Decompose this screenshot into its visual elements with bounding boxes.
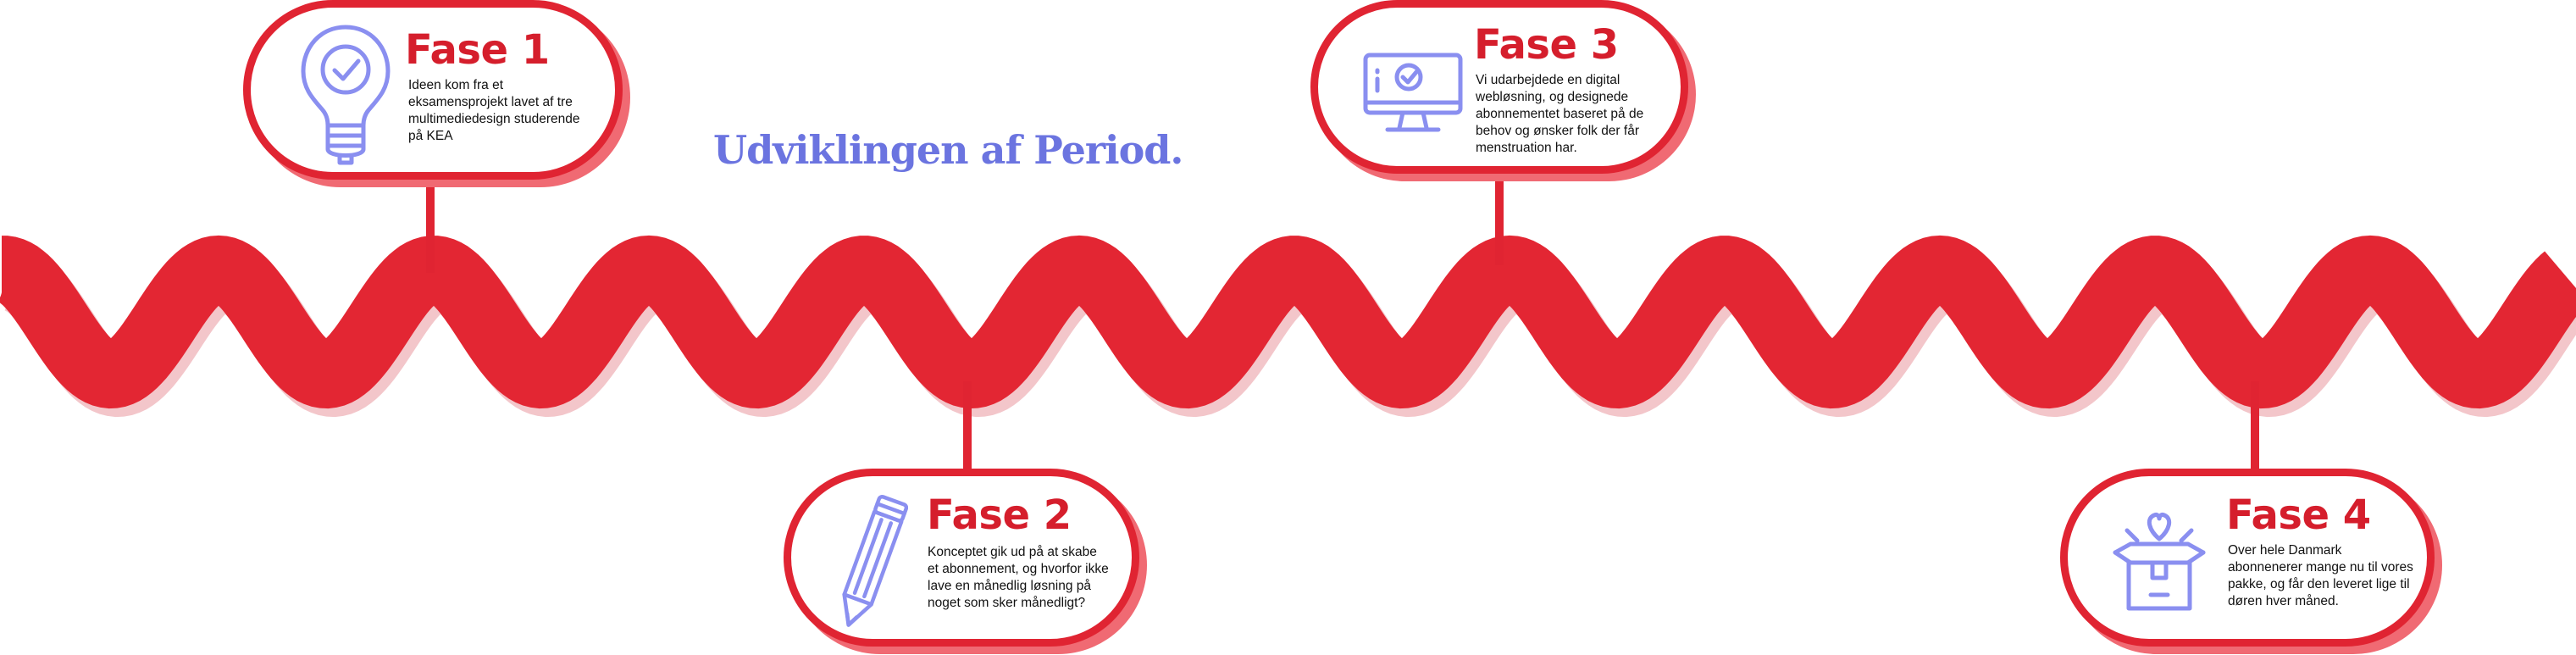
pencil-icon — [842, 495, 908, 627]
phase-title-1: Fase 1 — [405, 26, 550, 74]
phase-text-4: Over hele Danmark abonnenerer mange nu t… — [2228, 543, 2413, 608]
lightbulb-check-icon — [301, 25, 391, 165]
monitor-check-icon — [1363, 53, 1463, 132]
phase-text-2: Konceptet gik ud på at skabe et abonneme… — [928, 545, 1109, 610]
gift-box-heart-icon — [2113, 513, 2206, 611]
diagram-title: Udviklingen af Period. — [713, 127, 1183, 173]
connector-fase-2 — [963, 381, 972, 479]
connector-fase-1 — [426, 180, 435, 273]
connector-fase-3 — [1495, 174, 1504, 265]
phase-title-2: Fase 2 — [927, 491, 1072, 539]
phase-card-2: Fase 2 Konceptet gik ud på at skabe et a… — [784, 469, 1139, 647]
phase-title-4: Fase 4 — [2226, 491, 2371, 539]
phase-card-4: Fase 4 Over hele Danmark abonnenerer man… — [2060, 469, 2435, 647]
phase-text-1: Ideen kom fra et eksamensprojekt lavet a… — [408, 78, 580, 143]
phase-card-3: Fase 3 Vi udarbejdede en digital webløsn… — [1310, 0, 1688, 174]
phase-title-3: Fase 3 — [1474, 21, 1619, 69]
connector-fase-4 — [2251, 381, 2259, 475]
phase-text-3: Vi udarbejdede en digital webløsning, og… — [1476, 73, 1644, 155]
phase-card-1: Fase 1 Ideen kom fra et eksamensprojekt … — [243, 0, 623, 180]
